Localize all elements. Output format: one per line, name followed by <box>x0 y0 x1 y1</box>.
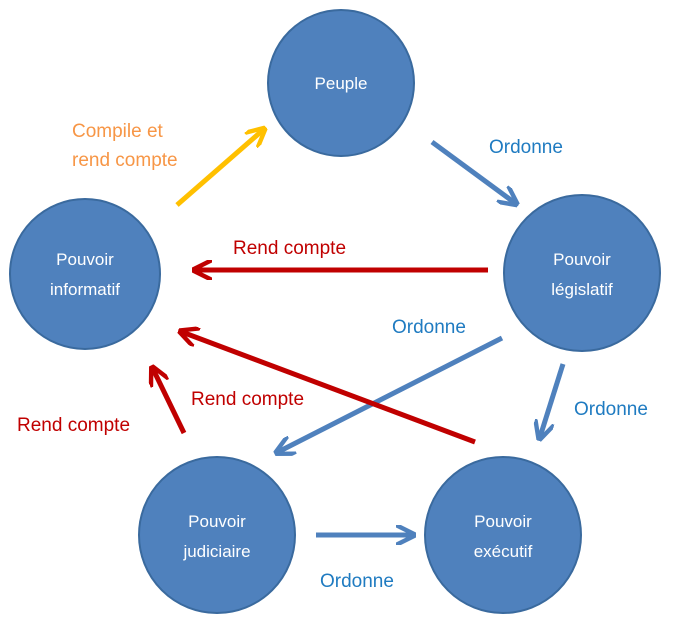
node-executif: Pouvoir exécutif <box>424 456 582 614</box>
node-informatif-label-line-1: Pouvoir <box>56 250 114 269</box>
arrow-legislatif-to-judiciaire <box>278 335 504 452</box>
label-peuple-legislatif: Ordonne <box>489 137 563 158</box>
label-informatif-peuple-line-2: rend compte <box>72 150 178 171</box>
node-legislatif: Pouvoir législatif <box>503 194 661 352</box>
node-peuple-circle <box>267 9 415 157</box>
node-legislatif-circle <box>503 194 661 352</box>
node-executif-label-line-1: Pouvoir <box>474 512 532 531</box>
label-informatif-peuple-line-1: Compile et <box>72 121 164 142</box>
node-judiciaire-label-line-1: Pouvoir <box>188 512 246 531</box>
node-peuple: Peuple <box>267 9 415 157</box>
node-legislatif-label-line-1: Pouvoir <box>553 250 611 269</box>
arrow-informatif-to-peuple <box>175 130 263 207</box>
node-executif-label-line-2: exécutif <box>474 542 533 561</box>
arrows <box>153 130 566 535</box>
node-executif-circle <box>424 456 582 614</box>
edge-labels: Ordonne Ordonne Ordonne Ordonne Rend com… <box>17 121 648 592</box>
label-judiciaire-executif: Ordonne <box>320 571 394 592</box>
node-informatif-label-line-2: informatif <box>50 280 120 299</box>
node-informatif-circle <box>9 198 161 350</box>
node-judiciaire-circle <box>138 456 296 614</box>
label-legislatif-judiciaire: Ordonne <box>392 317 466 338</box>
node-judiciaire-label-line-2: judiciaire <box>182 542 250 561</box>
arrow-executif-to-informatif <box>182 332 476 445</box>
node-peuple-label: Peuple <box>315 74 368 93</box>
label-judiciaire-informatif: Rend compte <box>17 415 130 436</box>
node-legislatif-label-line-2: législatif <box>551 280 613 299</box>
label-executif-informatif: Rend compte <box>191 389 304 410</box>
node-judiciaire: Pouvoir judiciaire <box>138 456 296 614</box>
arrow-judiciaire-to-informatif <box>153 369 187 435</box>
node-informatif: Pouvoir informatif <box>9 198 161 350</box>
arrow-peuple-to-legislatif <box>430 139 515 203</box>
arrow-legislatif-to-executif <box>540 363 566 437</box>
label-legislatif-informatif: Rend compte <box>233 238 346 259</box>
label-legislatif-executif: Ordonne <box>574 399 648 420</box>
